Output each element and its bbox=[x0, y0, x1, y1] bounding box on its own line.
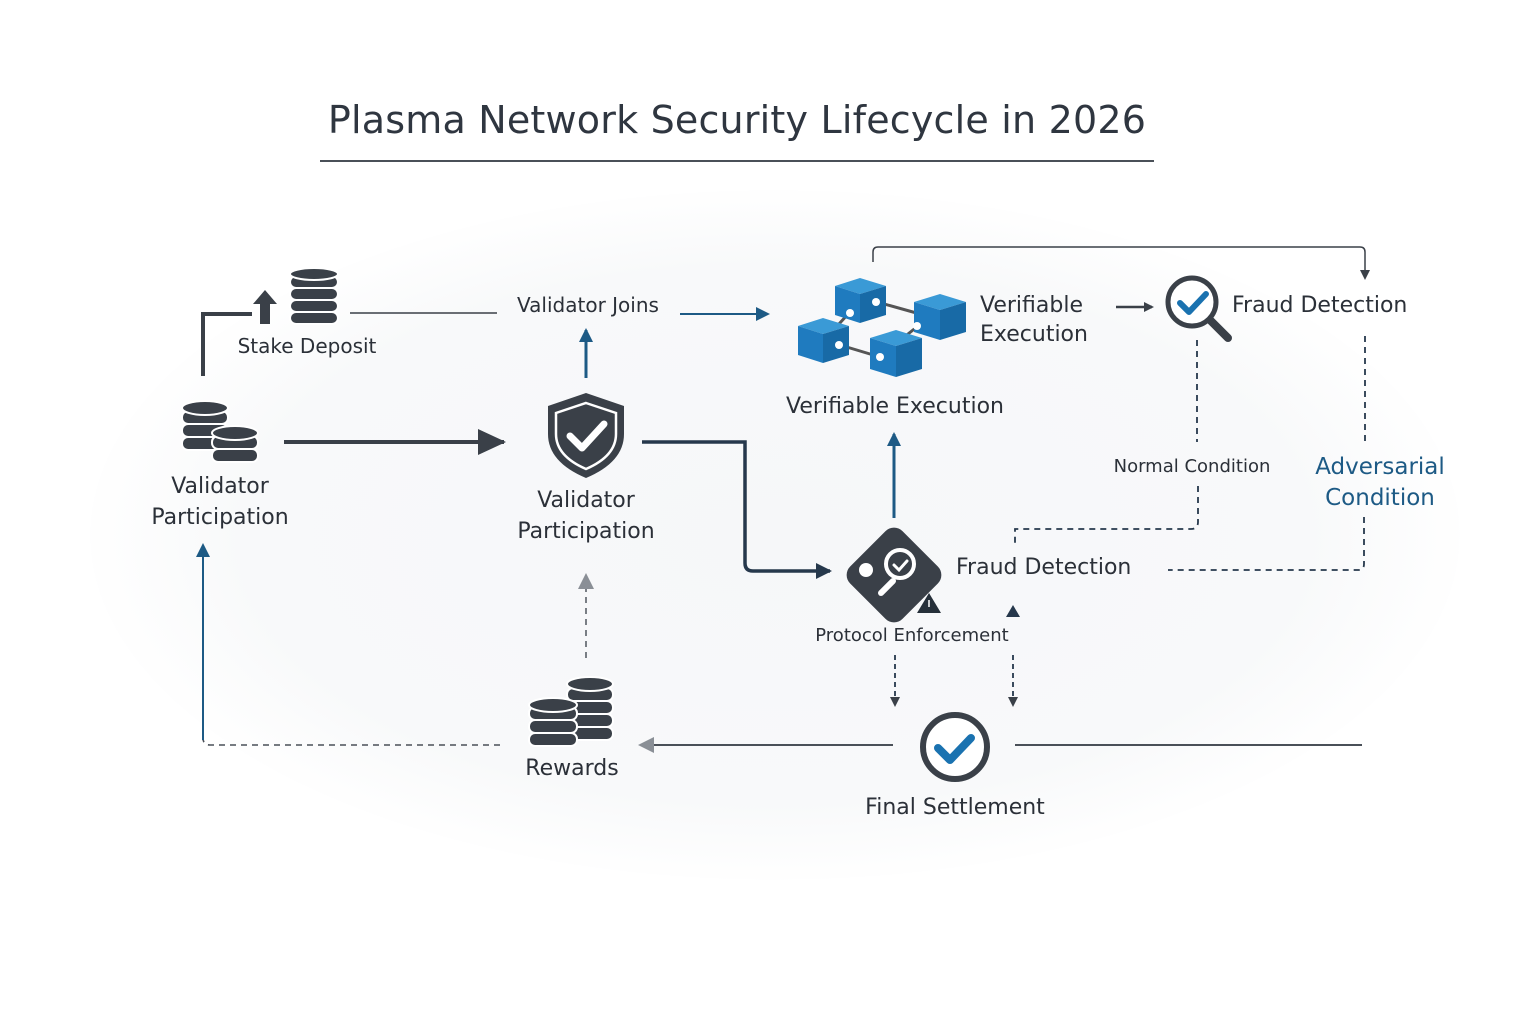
dashed-normal-to-fraud-mid bbox=[1014, 486, 1199, 545]
validator-participation-left-label-1: Validator bbox=[171, 474, 269, 499]
dashed-rewards-to-left bbox=[202, 737, 500, 746]
arrowhead-up-to-fraud-mid bbox=[1006, 605, 1020, 617]
validator-joins-label: Validator Joins bbox=[517, 293, 659, 317]
title-divider bbox=[320, 160, 1154, 162]
rewards-label: Rewards bbox=[525, 756, 619, 781]
adversarial-condition-label-2: Condition bbox=[1325, 485, 1435, 511]
blockchain-cubes-icon bbox=[798, 278, 966, 377]
validator-participation-left-label-2: Participation bbox=[151, 505, 289, 530]
normal-condition-label: Normal Condition bbox=[1113, 456, 1271, 477]
connector-left-to-stake bbox=[201, 312, 252, 376]
verifiable-execution-label: Verifiable Execution bbox=[786, 394, 1004, 419]
stake-deposit-label: Stake Deposit bbox=[237, 334, 377, 358]
shield-check-icon bbox=[548, 393, 624, 478]
warning-icon bbox=[917, 593, 941, 613]
validator-participation-center-label-2: Participation bbox=[517, 519, 655, 544]
protocol-enforcement-label: Protocol Enforcement bbox=[815, 625, 1009, 646]
coin-stack-icon bbox=[181, 400, 259, 463]
fraud-detection-top-label: Fraud Detection bbox=[1232, 293, 1408, 318]
magnifier-check-icon bbox=[1165, 275, 1232, 342]
fraud-detection-mid-label: Fraud Detection bbox=[956, 555, 1132, 580]
circle-check-icon bbox=[920, 712, 990, 782]
page-title: Plasma Network Security Lifecycle in 202… bbox=[327, 98, 1147, 142]
verifiable-execution-side-label-1: Verifiable bbox=[980, 293, 1083, 318]
tag-magnifier-icon bbox=[846, 527, 942, 623]
validator-participation-center-label-1: Validator bbox=[537, 488, 635, 513]
database-upload-icon bbox=[253, 267, 339, 325]
dashed-adversarial-to-fraud-mid bbox=[1168, 517, 1365, 571]
adversarial-condition-label-1: Adversarial bbox=[1315, 454, 1445, 480]
coin-stack-icon bbox=[528, 676, 614, 747]
final-settlement-label: Final Settlement bbox=[865, 795, 1045, 820]
connector-execution-to-fraud-top bbox=[872, 246, 1370, 280]
verifiable-execution-side-label-2: Execution bbox=[980, 322, 1088, 347]
arrow-center-to-enforcement bbox=[642, 440, 832, 579]
